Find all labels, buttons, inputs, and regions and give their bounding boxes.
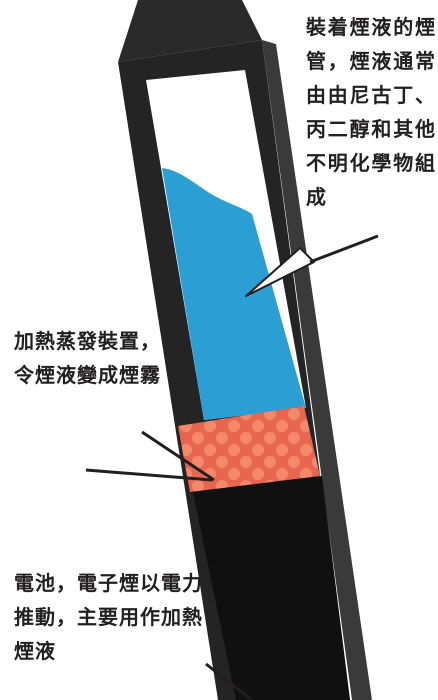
heater-pointer-line-1	[141, 430, 215, 482]
tank-label: 裝着煙液的煙管，煙液通常由由尼古丁、丙二醇和其他不明化學物組成	[306, 15, 436, 209]
battery-label: 電池，電子煙以電力推動，主要用作加熱煙液	[14, 571, 203, 663]
battery	[192, 476, 350, 700]
battery-pointer-line	[205, 662, 253, 700]
mouthpiece	[118, 0, 262, 62]
tank-callout-pointer	[245, 247, 315, 297]
heater-label: 加熱蒸發裝置，令煙液變成煙霧	[14, 329, 161, 387]
tank-pointer-line	[309, 234, 379, 264]
e-liquid	[162, 168, 306, 420]
heater-pattern	[178, 406, 320, 492]
body-side	[262, 40, 372, 700]
heater-pointer-line-2	[85, 468, 213, 482]
